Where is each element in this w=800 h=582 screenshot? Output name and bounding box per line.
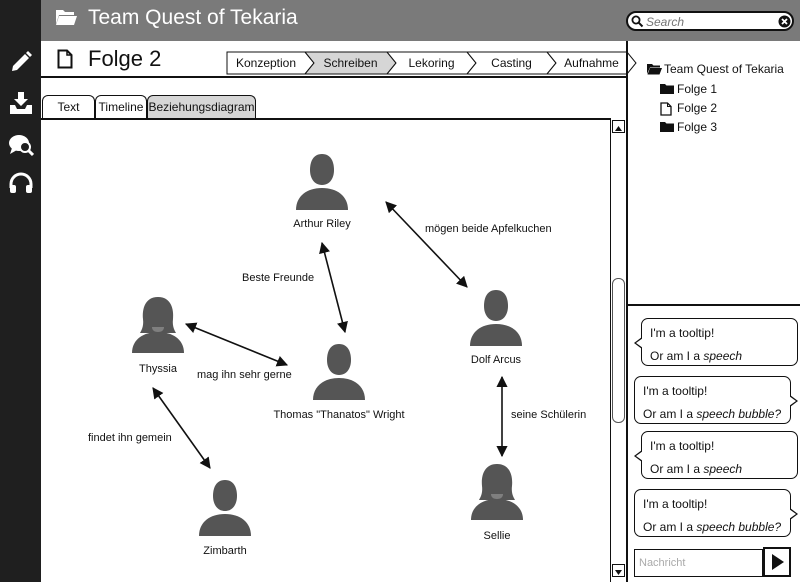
- panel-divider: [626, 41, 628, 582]
- scroll-thumb[interactable]: [612, 278, 625, 423]
- pencil-icon[interactable]: [8, 49, 34, 75]
- bubble-line-2-emphasis: speech: [703, 349, 743, 363]
- bubble-line-1: I'm a tooltip!: [650, 326, 715, 340]
- pipeline-step-label: Casting: [491, 56, 532, 70]
- character-name[interactable]: Zimbarth: [203, 545, 247, 557]
- relation-label[interactable]: mögen beide Apfelkuchen: [425, 223, 552, 235]
- character-avatar-dolf[interactable]: [470, 290, 522, 346]
- tree-item-label: Folge 2: [677, 101, 718, 115]
- send-button[interactable]: [763, 547, 791, 577]
- bubble-line-2: Or am I a speech: [650, 462, 742, 476]
- bubble-line-2: Or am I a speech bubble?: [643, 520, 781, 534]
- scroll-down-button[interactable]: [612, 564, 625, 577]
- message-input[interactable]: [634, 549, 763, 577]
- character-avatar-zimbarth[interactable]: [199, 480, 251, 536]
- tree-item-label: Folge 3: [677, 120, 718, 134]
- chat-bubble: I'm a tooltip! Or am I a speech: [634, 318, 798, 366]
- character-name[interactable]: Dolf Arcus: [470, 354, 522, 366]
- tab-beziehungsdiagram[interactable]: Beziehungsdiagram: [147, 95, 256, 119]
- chat-search-icon[interactable]: [8, 132, 35, 158]
- relation-arrow[interactable]: [319, 241, 348, 334]
- tool-sidebar: [0, 0, 41, 582]
- folder-icon: [660, 84, 674, 94]
- relation-arrow[interactable]: [184, 322, 289, 367]
- bubble-line-1: I'm a tooltip!: [650, 439, 715, 453]
- document-icon: [660, 102, 672, 116]
- scroll-up-button[interactable]: [612, 120, 625, 133]
- tab-timeline[interactable]: Timeline: [95, 95, 147, 119]
- document-title: Folge 2: [88, 46, 162, 71]
- search-input[interactable]: [646, 14, 774, 29]
- bubble-line-2: Or am I a speech: [650, 349, 742, 363]
- bubble-line-2-emphasis: speech bubble?: [696, 407, 782, 421]
- relation-arrow[interactable]: [152, 387, 211, 469]
- relation-label[interactable]: findet ihn gemein: [88, 432, 172, 444]
- document-icon: [57, 49, 73, 69]
- character-avatar-thyssia[interactable]: [132, 297, 184, 353]
- bubble-line-2-prefix: Or am I a: [650, 462, 704, 476]
- chat-bubble: I'm a tooltip! Or am I a speech bubble?: [634, 489, 798, 537]
- app-title: Team Quest of Tekaria: [88, 6, 298, 29]
- bubble-line-1: I'm a tooltip!: [643, 384, 708, 398]
- character-avatar-arthur[interactable]: [296, 154, 348, 210]
- pipeline-step-label: Lekoring: [408, 56, 454, 70]
- play-send-icon: [772, 554, 784, 570]
- folder-icon: [660, 122, 674, 132]
- bubble-line-2: Or am I a speech bubble?: [643, 407, 781, 421]
- tree-root-label: Team Quest of Tekaria: [664, 62, 784, 76]
- character-name[interactable]: Thomas "Thanatos" Wright: [273, 409, 405, 421]
- bubble-line-1: I'm a tooltip!: [643, 497, 708, 511]
- tab-underline: [41, 118, 626, 120]
- bubble-line-2-emphasis: speech bubble?: [696, 520, 782, 534]
- tab-text[interactable]: Text: [42, 95, 95, 119]
- pipeline-step-label: Aufnahme: [564, 56, 619, 70]
- app-header: Team Quest of Tekaria: [41, 0, 800, 41]
- relation-label[interactable]: seine Schülerin: [511, 409, 587, 421]
- pipeline-step-label: Konzeption: [236, 56, 296, 70]
- bubble-line-2-prefix: Or am I a: [643, 407, 697, 421]
- bubble-line-2-prefix: Or am I a: [643, 520, 697, 534]
- pipeline-step-label: Schreiben: [323, 56, 377, 70]
- folder-open-icon: [647, 64, 662, 75]
- headphones-icon[interactable]: [8, 170, 34, 196]
- character-name[interactable]: Thyssia: [139, 363, 177, 375]
- character-avatar-sellie[interactable]: [471, 464, 523, 520]
- bubble-line-2-prefix: Or am I a: [650, 349, 704, 363]
- search-icon: [631, 15, 644, 28]
- character-avatar-thomas[interactable]: [313, 344, 365, 400]
- inbox-download-icon[interactable]: [8, 90, 34, 116]
- clear-search-icon[interactable]: [778, 15, 791, 28]
- search-box[interactable]: [626, 11, 794, 31]
- relation-label[interactable]: mag ihn sehr gerne: [197, 369, 292, 381]
- character-name[interactable]: Sellie: [483, 530, 511, 542]
- diagram-scrollbar[interactable]: [610, 118, 626, 582]
- relation-arrow[interactable]: [385, 201, 468, 288]
- arrow-up-icon: [615, 126, 622, 131]
- folder-open-icon: [55, 8, 77, 31]
- arrow-down-icon: [615, 570, 622, 575]
- chat-bubble: I'm a tooltip! Or am I a speech bubble?: [634, 376, 798, 424]
- bubble-line-2-emphasis: speech: [703, 462, 743, 476]
- tree-item-label: Folge 1: [677, 82, 718, 96]
- chat-divider: [628, 304, 800, 306]
- chat-bubble: I'm a tooltip! Or am I a speech: [634, 431, 798, 479]
- project-tree: Team Quest of Tekaria Folge 1 Folge 2 Folg…: [628, 41, 800, 304]
- relation-label[interactable]: Beste Freunde: [242, 272, 315, 284]
- character-name[interactable]: Arthur Riley: [293, 218, 351, 230]
- production-pipeline: Konzeption Schreiben Lekoring Casting Aufnah…: [226, 51, 637, 75]
